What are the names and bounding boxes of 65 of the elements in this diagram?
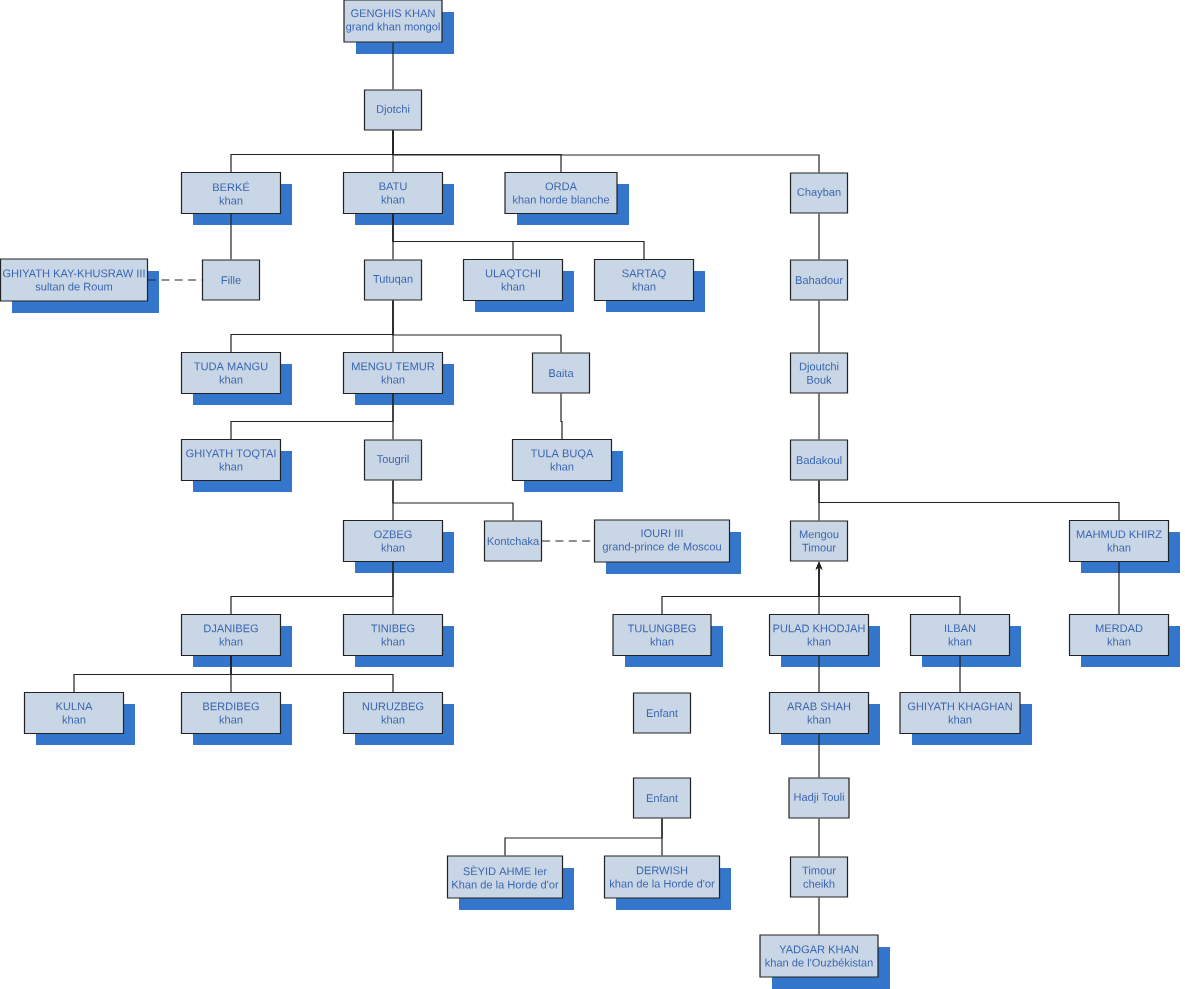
person-box: TINIBEG khan xyxy=(342,613,454,667)
connector-line xyxy=(560,393,563,440)
person-box: Timour cheikh xyxy=(789,856,849,898)
person-box: DERWISH khan de la Horde d'or xyxy=(603,855,731,910)
connector-line xyxy=(818,480,1120,521)
connector-line xyxy=(392,393,394,440)
connector-line xyxy=(392,561,394,615)
person-box: Tutuqan xyxy=(363,259,423,301)
person-box: GHIYATH TOQTAI khan xyxy=(180,438,292,492)
person-box: PULAD KHODJAH khan xyxy=(768,613,880,667)
person-box: KULNA khan xyxy=(23,691,135,745)
connector-line xyxy=(392,300,562,353)
connector-line xyxy=(818,393,820,440)
person-box: Enfant xyxy=(632,777,692,819)
dashed-connector xyxy=(147,279,203,281)
connector-line xyxy=(230,655,394,693)
person-box: BERKÉ khan xyxy=(180,171,292,225)
connector-line xyxy=(818,300,820,353)
person-box: NURUZBEG khan xyxy=(342,691,454,745)
person-box: ULAQTCHI khan xyxy=(462,258,574,312)
person-box: TULA BUQA khan xyxy=(511,438,623,492)
person-box: Bahadour xyxy=(789,259,849,301)
person-box: GHIYATH KAY-KHUSRAW III sultan de Roum xyxy=(0,258,159,313)
person-box: GENGHIS KHAN grand khan mongol xyxy=(343,0,454,54)
person-box: BERDIBEG khan xyxy=(180,691,292,745)
connector-line xyxy=(392,480,514,521)
connector-line xyxy=(661,818,663,856)
connector-line xyxy=(392,213,645,260)
person-box: GHIYATH KHAGHAN khan xyxy=(899,691,1032,745)
person-box: MAHMUD KHIRZ khan xyxy=(1068,519,1180,573)
connector-line xyxy=(1118,561,1120,615)
connector-line xyxy=(818,733,820,778)
connector-line xyxy=(392,130,820,173)
person-box: ILBAN khan xyxy=(909,613,1021,667)
connector-line xyxy=(230,213,232,260)
person-box: MENGU TEMUR khan xyxy=(342,351,454,405)
person-box: Badakoul xyxy=(789,439,849,481)
connector-line xyxy=(392,42,394,90)
connector-line xyxy=(818,897,820,935)
person-box: Baita xyxy=(531,352,591,394)
person-box: TUDA MANGU khan xyxy=(180,351,292,405)
person-box: Enfant xyxy=(632,692,692,734)
person-box: Djotchi xyxy=(363,89,423,131)
person-box: SÈYID AHME Ier Khan de la Horde d'or xyxy=(446,855,574,910)
person-box: ARAB SHAH khan xyxy=(768,691,880,745)
person-box: ORDA khan horde blanche xyxy=(504,171,629,225)
connector-line xyxy=(818,655,820,693)
person-box: YADGAR KHAN khan de l'Ouzbékistan xyxy=(759,934,890,989)
person-box: BATU khan xyxy=(342,171,454,225)
person-box: TULUNGBEG khan xyxy=(612,613,723,667)
person-box: Chayban xyxy=(789,172,849,214)
connector-line xyxy=(818,818,820,857)
person-box: MERDAD khan xyxy=(1068,613,1180,667)
connector-line xyxy=(959,655,961,693)
person-box: Fille xyxy=(201,259,261,301)
person-box: Tougril xyxy=(363,439,423,481)
person-box: OZBEG khan xyxy=(342,519,454,573)
person-box: Djoutchi Bouk xyxy=(789,352,849,394)
person-box: IOURI III grand-prince de Moscou xyxy=(593,519,741,574)
person-box: Mengou Timour xyxy=(789,520,849,562)
person-box: SARTAQ khan xyxy=(593,258,705,312)
person-box: Hadji Touli xyxy=(788,777,850,819)
person-box: Kontchaka xyxy=(483,520,543,562)
person-box: DJANIBEG khan xyxy=(180,613,292,667)
connector-line xyxy=(818,213,820,260)
